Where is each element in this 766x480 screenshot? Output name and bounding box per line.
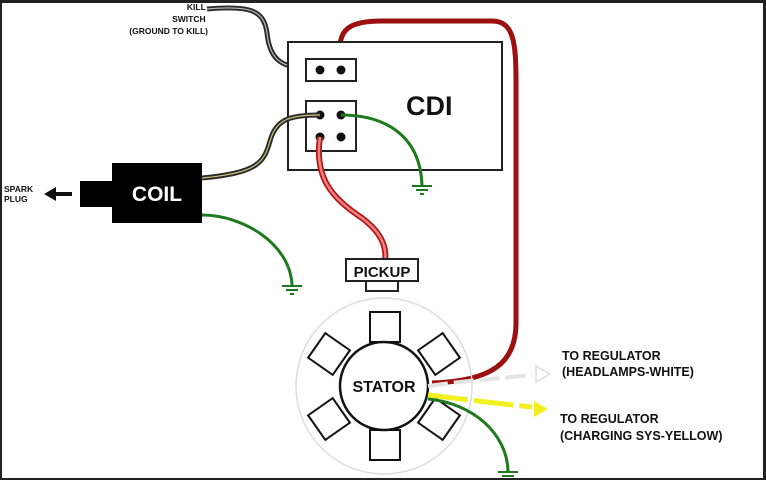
kill-switch-label: KILL SWITCH (GROUND TO KILL) bbox=[129, 3, 208, 36]
arrow-right-icon bbox=[534, 401, 548, 417]
stator-pole bbox=[306, 331, 352, 377]
coil-ground-wire bbox=[201, 213, 294, 286]
ground-icon bbox=[498, 471, 518, 477]
arrow-right-icon bbox=[535, 364, 552, 384]
stator-pole bbox=[369, 311, 401, 343]
coil-cdi-wire-highlight bbox=[201, 114, 321, 179]
stator-pole bbox=[369, 429, 401, 461]
arrow-left-icon bbox=[44, 187, 72, 201]
ground-icon bbox=[282, 285, 302, 295]
connector-pin bbox=[315, 65, 325, 75]
regulator-yellow-label: TO REGULATOR (CHARGING SYS-YELLOW) bbox=[560, 412, 723, 443]
cdi-connector-top bbox=[305, 58, 357, 82]
cdi-label: CDI bbox=[406, 91, 453, 121]
stator-pole bbox=[416, 396, 462, 442]
connector-pin bbox=[336, 132, 346, 142]
stator-outer-ring bbox=[295, 297, 473, 475]
yellow-regulator-wire bbox=[427, 392, 533, 410]
red-stator-cdi-wire bbox=[337, 18, 519, 386]
coil-label: COIL bbox=[132, 183, 182, 206]
stator-label: STATOR bbox=[352, 379, 416, 396]
stator-pole bbox=[306, 396, 352, 442]
spark-plug-label: SPARK PLUG bbox=[4, 184, 36, 204]
connector-pin bbox=[336, 65, 346, 75]
coil-body bbox=[112, 163, 202, 223]
regulator-white-label: TO REGULATOR (HEADLAMPS-WHITE) bbox=[562, 349, 694, 379]
pickup-label: PICKUP bbox=[354, 264, 411, 281]
stator-ground-wire bbox=[427, 397, 510, 472]
ground-icon bbox=[412, 185, 432, 195]
pickup-wire-highlight bbox=[317, 136, 387, 262]
stator-poles bbox=[306, 311, 462, 461]
cdi-connector-main bbox=[305, 100, 357, 152]
white-regulator-wire bbox=[427, 373, 533, 388]
pickup-base bbox=[365, 280, 399, 292]
coil-tower bbox=[80, 181, 114, 207]
cdi-ground-wire bbox=[340, 113, 424, 186]
stator-pole bbox=[416, 331, 462, 377]
diagram-canvas: CDI PICKUP COIL SPARK PLUG bbox=[4, 3, 723, 477]
